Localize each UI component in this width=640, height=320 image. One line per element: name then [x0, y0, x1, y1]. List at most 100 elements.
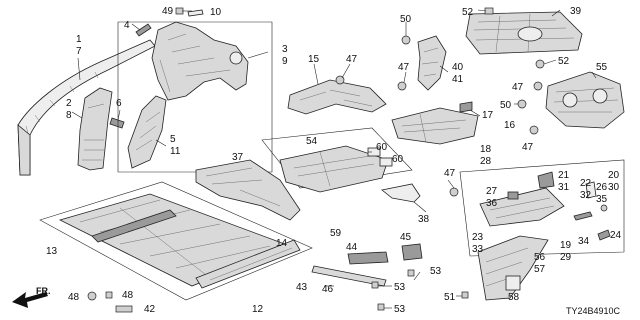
callout-11: 11	[170, 146, 181, 157]
group-box-18-28	[459, 159, 625, 257]
rear-panel-55	[545, 71, 625, 129]
callout-52a: 52	[462, 7, 474, 18]
b-pillar-part	[77, 87, 113, 171]
callout-24: 24	[610, 230, 622, 241]
callout-47e: 47	[444, 168, 456, 179]
callout-53a: 53	[430, 266, 442, 277]
callout-49: 49	[162, 6, 174, 17]
callout-15: 15	[308, 54, 320, 65]
bracket-17	[459, 101, 473, 113]
callout-13: 13	[46, 246, 58, 257]
callout-34: 34	[578, 236, 590, 247]
floor-panel-54	[279, 145, 393, 193]
callout-53c: 53	[394, 304, 406, 315]
callout-40: 40	[452, 62, 464, 73]
bracket-21	[537, 171, 555, 189]
callout-1: 1	[76, 34, 82, 45]
callout-47c: 47	[512, 82, 524, 93]
side-outer-panel	[17, 39, 156, 176]
callout-50b: 50	[500, 100, 512, 111]
bracket-4	[135, 23, 152, 37]
bracket-27	[507, 191, 519, 200]
small-parts-right	[573, 181, 611, 241]
rear-side-member-23-33	[477, 235, 549, 301]
callout-47b: 47	[398, 62, 410, 73]
callout-29: 29	[560, 252, 572, 263]
inner-pillar-5-11	[127, 95, 167, 169]
callout-20: 20	[608, 170, 620, 181]
callout-labels: 1 7 2 8 6 4 49 10 3 9 5 11 15 47 50 47 4…	[46, 6, 622, 315]
callout-45: 45	[400, 232, 412, 243]
callout-52b: 52	[558, 56, 570, 67]
callout-10: 10	[210, 7, 222, 18]
front-direction-arrow: FR.	[12, 286, 51, 308]
callout-48b: 48	[122, 290, 134, 301]
bracket-38	[381, 183, 421, 203]
callout-27: 27	[486, 186, 498, 197]
crossmember-15	[287, 79, 387, 115]
leader-lines	[71, 9, 597, 309]
rear-floor-16-17	[391, 107, 479, 145]
fasteners	[87, 7, 545, 313]
rear-shelf-39	[465, 11, 583, 55]
callout-5: 5	[170, 134, 176, 145]
clip-49-10	[175, 7, 204, 17]
strip-45	[401, 243, 423, 261]
c-pillar-upper-assembly	[151, 21, 249, 101]
callout-18: 18	[480, 144, 492, 155]
callout-51: 51	[444, 292, 456, 303]
callout-58: 58	[508, 292, 520, 303]
callout-17: 17	[482, 110, 494, 121]
callout-31: 31	[558, 182, 570, 193]
diagram-code: TY24B4910C	[566, 306, 621, 316]
callout-8: 8	[66, 110, 72, 121]
callout-6: 6	[116, 98, 122, 109]
callout-37: 37	[232, 152, 244, 163]
callout-19: 19	[560, 240, 572, 251]
callout-12: 12	[252, 304, 264, 315]
rear-sill-21-31	[479, 187, 565, 227]
callout-50a: 50	[400, 14, 412, 25]
callout-42: 42	[144, 304, 156, 315]
callout-16: 16	[504, 120, 516, 131]
callout-33: 33	[472, 244, 484, 255]
callout-14: 14	[276, 238, 288, 249]
callout-55: 55	[596, 62, 608, 73]
callout-36: 36	[486, 198, 498, 209]
callout-23: 23	[472, 232, 484, 243]
small-bracket-6	[109, 117, 125, 129]
callout-47d: 47	[522, 142, 534, 153]
callout-7: 7	[76, 46, 82, 57]
callout-56: 56	[534, 252, 546, 263]
callout-38: 38	[418, 214, 430, 225]
callout-46: 46	[322, 284, 334, 295]
callout-39: 39	[570, 6, 582, 17]
callout-44: 44	[346, 242, 358, 253]
callout-28: 28	[480, 156, 492, 167]
callout-41: 41	[452, 74, 464, 85]
callout-60a: 60	[376, 142, 388, 153]
callout-21: 21	[558, 170, 570, 181]
side-sill-14	[195, 239, 301, 289]
callout-53b: 53	[394, 282, 406, 293]
callout-3: 3	[282, 44, 288, 55]
pad-58	[505, 275, 521, 291]
callout-22: 22	[580, 178, 592, 189]
callout-35: 35	[596, 194, 608, 205]
callout-26: 26	[596, 182, 608, 193]
callout-30: 30	[608, 182, 620, 193]
callout-9: 9	[282, 56, 288, 67]
callout-4: 4	[124, 20, 130, 31]
callout-60b: 60	[392, 154, 404, 165]
callout-47a: 47	[346, 54, 358, 65]
front-crossmember-37	[195, 159, 301, 221]
callout-32: 32	[580, 190, 592, 201]
callout-57: 57	[534, 264, 546, 275]
callout-2: 2	[66, 98, 72, 109]
front-floor-panel	[58, 193, 292, 287]
group-box-12-14	[39, 181, 313, 301]
callout-48a: 48	[68, 292, 80, 303]
strip-44	[347, 251, 389, 265]
front-arrow-label: FR.	[36, 286, 51, 296]
